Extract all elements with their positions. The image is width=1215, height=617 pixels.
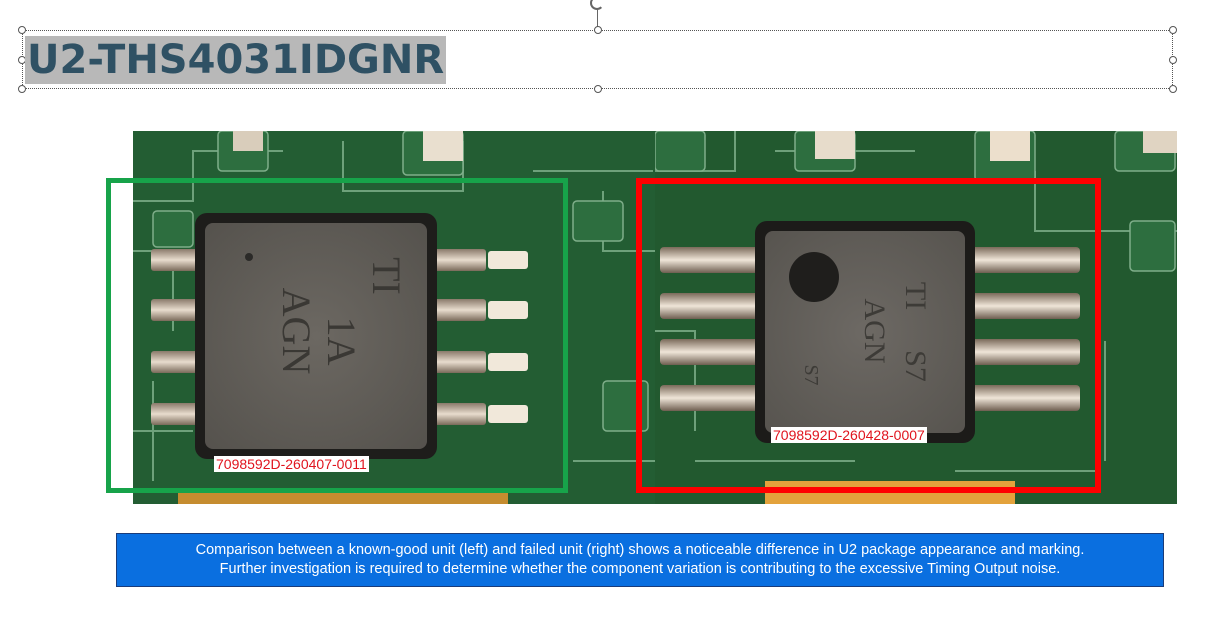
chip-marking-left-2: 1A <box>319 317 364 366</box>
resize-handle-middle-right[interactable] <box>1169 56 1177 64</box>
chip-marking-right-2: S7 <box>899 350 932 382</box>
resize-handle-bottom-left[interactable] <box>18 85 26 93</box>
resize-handle-bottom-middle[interactable] <box>594 85 602 93</box>
chip-marking-right-4: S7 <box>800 364 822 385</box>
failed-unit-photo[interactable]: TI S7 AGN S7 <box>655 131 1177 504</box>
chip-marking-right-3: AGN <box>858 299 891 364</box>
resize-handle-bottom-right[interactable] <box>1169 85 1177 93</box>
resize-handle-top-left[interactable] <box>18 26 26 34</box>
title-text-box[interactable] <box>18 26 1177 93</box>
serial-label-right[interactable]: 7098592D-260428-0007 <box>771 427 927 443</box>
serial-label-left[interactable]: 7098592D-260407-0011 <box>214 456 369 472</box>
chip-marking-left-1: TI <box>364 257 409 295</box>
slide-title[interactable]: U2-THS4031IDGNR <box>25 36 447 84</box>
rotate-handle-stem <box>597 8 598 30</box>
resize-handle-top-right[interactable] <box>1169 26 1177 34</box>
chip-marking-left-3: AGN <box>274 288 319 375</box>
resize-handle-top-middle[interactable] <box>594 26 602 34</box>
caption-text-box[interactable]: Comparison between a known-good unit (le… <box>116 533 1164 587</box>
pcb-photo-right: TI S7 AGN S7 <box>655 131 1177 504</box>
pcb-photo-left: TI 1A AGN <box>133 131 655 504</box>
caption-line-1: Comparison between a known-good unit (le… <box>195 542 1085 558</box>
caption-line-2: Further investigation is required to det… <box>219 561 1061 577</box>
rotate-handle-icon[interactable] <box>590 0 604 10</box>
chip-marking-right-1: TI <box>899 282 932 310</box>
known-good-unit-photo[interactable]: TI 1A AGN <box>133 131 655 504</box>
